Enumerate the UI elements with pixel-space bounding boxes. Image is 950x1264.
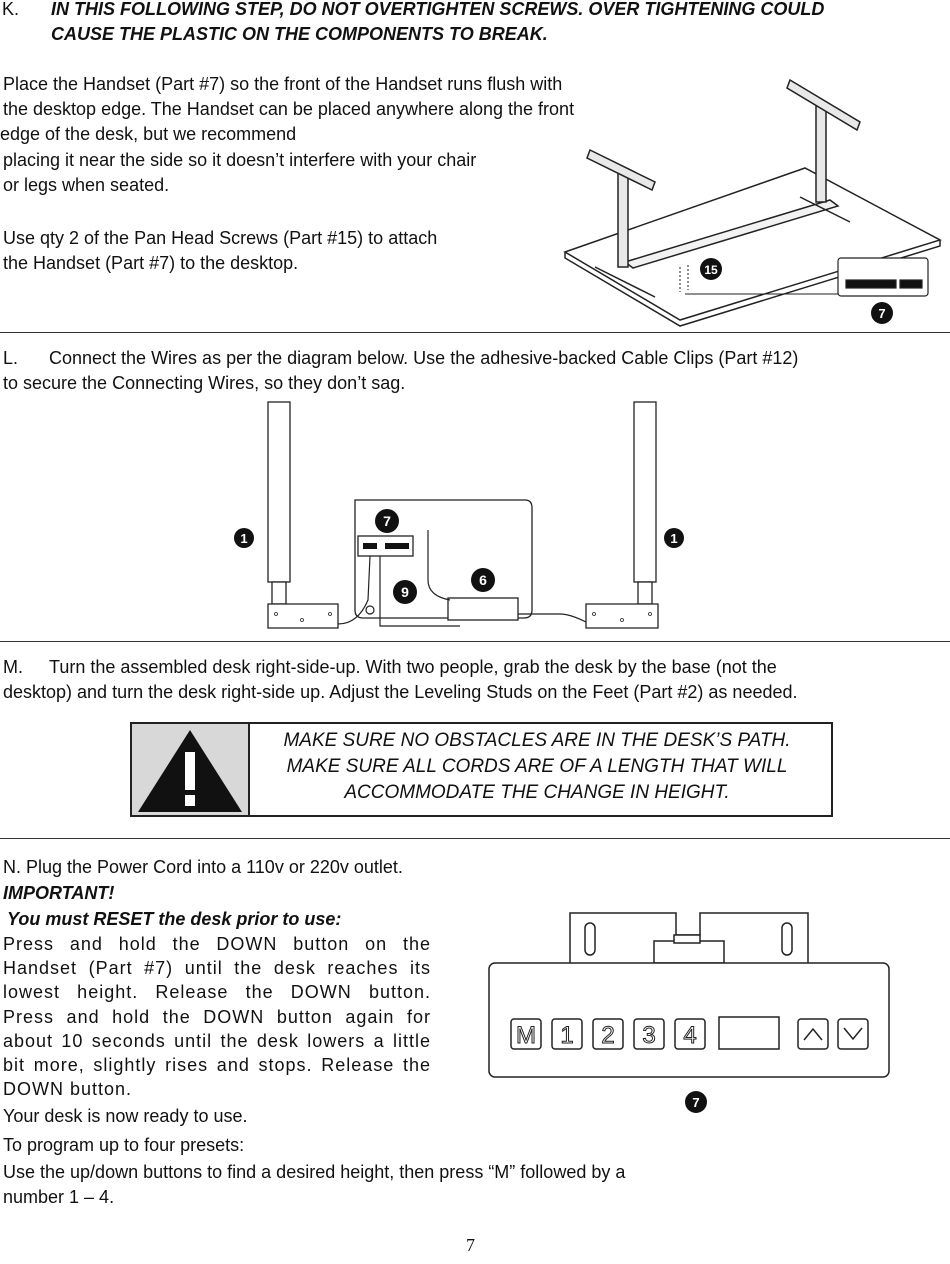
step-k-body-line-3: edge of the desk, but we recommend — [0, 124, 297, 144]
program-heading: To program up to four presets: — [3, 1135, 245, 1155]
handset-button-2: 2 — [601, 1022, 614, 1049]
reset-body: Press and hold the DOWN button on the Ha… — [3, 934, 431, 1100]
warning-panel — [132, 724, 250, 815]
reset-heading: You must RESET the desk prior to use: — [7, 909, 342, 929]
step-k-body-line-4: placing it near the side so it doesn’t i… — [3, 150, 477, 170]
callout-1-left: 1 — [240, 531, 247, 546]
step-l-line-2: to secure the Connecting Wires, so they … — [3, 373, 406, 393]
step-m-letter: M. — [3, 657, 23, 677]
program-line-2: number 1 – 4. — [3, 1187, 115, 1207]
step-k-warning-line-1: IN THIS FOLLOWING STEP, DO NOT OVERTIGHT… — [51, 0, 825, 19]
handset-button-4: 4 — [683, 1022, 696, 1049]
ready-text: Your desk is now ready to use. — [3, 1106, 248, 1126]
step-k-screw-line-2: the Handset (Part #7) to the desktop. — [3, 253, 299, 273]
step-k-body-line-2: the desktop edge. The Handset can be pla… — [3, 99, 575, 119]
callout-9: 9 — [401, 584, 409, 600]
divider-k-l — [0, 332, 950, 333]
desk-install-illustration: 15 7 — [563, 78, 942, 327]
handset-button-3: 3 — [642, 1022, 655, 1049]
callout-15: 15 — [704, 263, 718, 277]
step-k-body-line-1: Place the Handset (Part #7) so the front… — [3, 74, 563, 94]
warning-triangle-icon — [138, 730, 242, 812]
handset-illustration: M 1 2 3 4 7 — [488, 912, 890, 1113]
step-n-line-1: N. Plug the Power Cord into a 110v or 22… — [3, 857, 403, 877]
warning-box: MAKE SURE NO OBSTACLES ARE IN THE DESK’S… — [130, 722, 833, 817]
callout-7: 7 — [878, 306, 885, 321]
step-m-line-2: desktop) and turn the desk right-side up… — [3, 682, 798, 702]
page-number: 7 — [466, 1235, 475, 1255]
warning-line-3: ACCOMMODATE THE CHANGE IN HEIGHT. — [344, 782, 730, 803]
step-k-screw-line-1: Use qty 2 of the Pan Head Screws (Part #… — [3, 228, 438, 248]
step-l-letter: L. — [3, 348, 19, 368]
step-m-line-1: Turn the assembled desk right-side-up. W… — [49, 657, 777, 677]
divider-l-m — [0, 641, 950, 642]
step-l-line-1: Connect the Wires as per the diagram bel… — [49, 348, 799, 368]
step-k-letter: K. — [2, 0, 20, 19]
callout-7-handset: 7 — [692, 1095, 699, 1110]
handset-button-1: 1 — [560, 1022, 573, 1049]
program-line-1: Use the up/down buttons to find a desire… — [3, 1162, 626, 1182]
callout-1-right: 1 — [670, 531, 677, 546]
handset-button-m: M — [516, 1022, 536, 1049]
step-k-body-line-5: or legs when seated. — [3, 175, 170, 195]
warning-line-2: MAKE SURE ALL CORDS ARE OF A LENGTH THAT… — [286, 756, 788, 777]
warning-line-1: MAKE SURE NO OBSTACLES ARE IN THE DESK’S… — [283, 730, 791, 751]
wiring-diagram: 1 7 9 6 1 — [234, 401, 684, 629]
step-k-warning-line-2: CAUSE THE PLASTIC ON THE COMPONENTS TO B… — [51, 24, 548, 44]
divider-m-n — [0, 838, 950, 839]
callout-6: 6 — [479, 572, 487, 588]
warning-text: MAKE SURE NO OBSTACLES ARE IN THE DESK’S… — [252, 728, 822, 806]
callout-7-wiring: 7 — [383, 513, 391, 529]
important-heading: IMPORTANT! — [3, 883, 115, 903]
